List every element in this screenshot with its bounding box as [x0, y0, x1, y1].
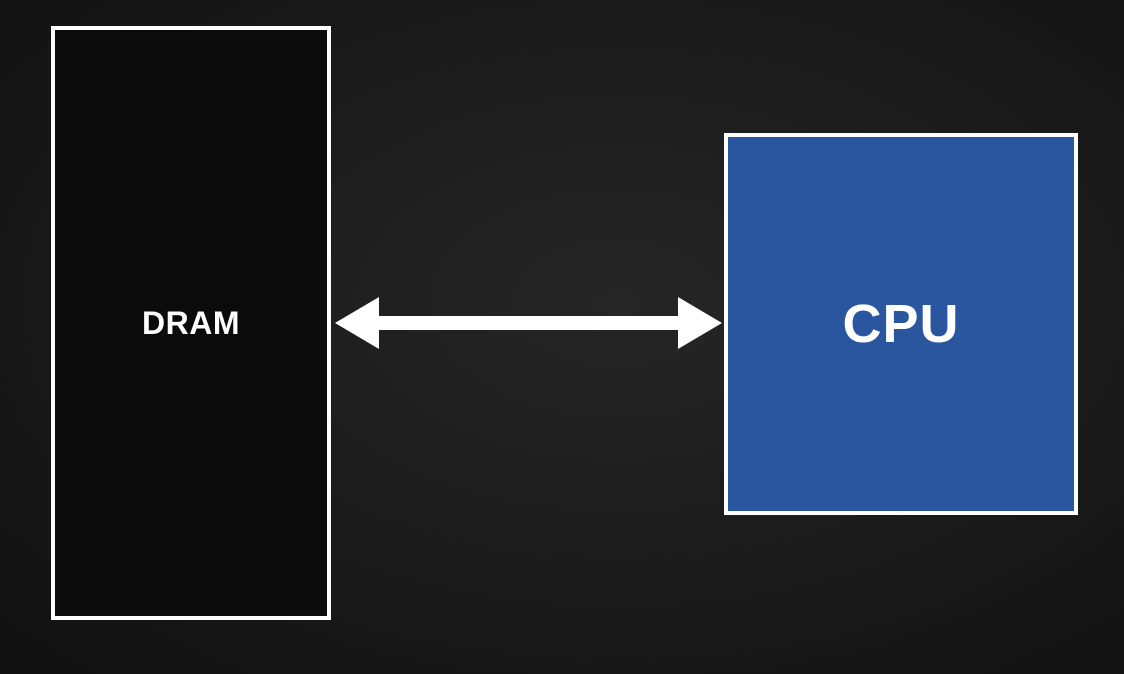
dram-label: DRAM — [142, 304, 240, 341]
dram-box: DRAM — [51, 26, 331, 620]
arrow-head-left — [335, 297, 379, 349]
arrow-head-right — [678, 297, 722, 349]
bidirectional-arrow — [335, 297, 722, 349]
cpu-box: CPU — [724, 133, 1078, 515]
arrow-shaft — [369, 316, 686, 330]
cpu-label: CPU — [842, 294, 960, 354]
